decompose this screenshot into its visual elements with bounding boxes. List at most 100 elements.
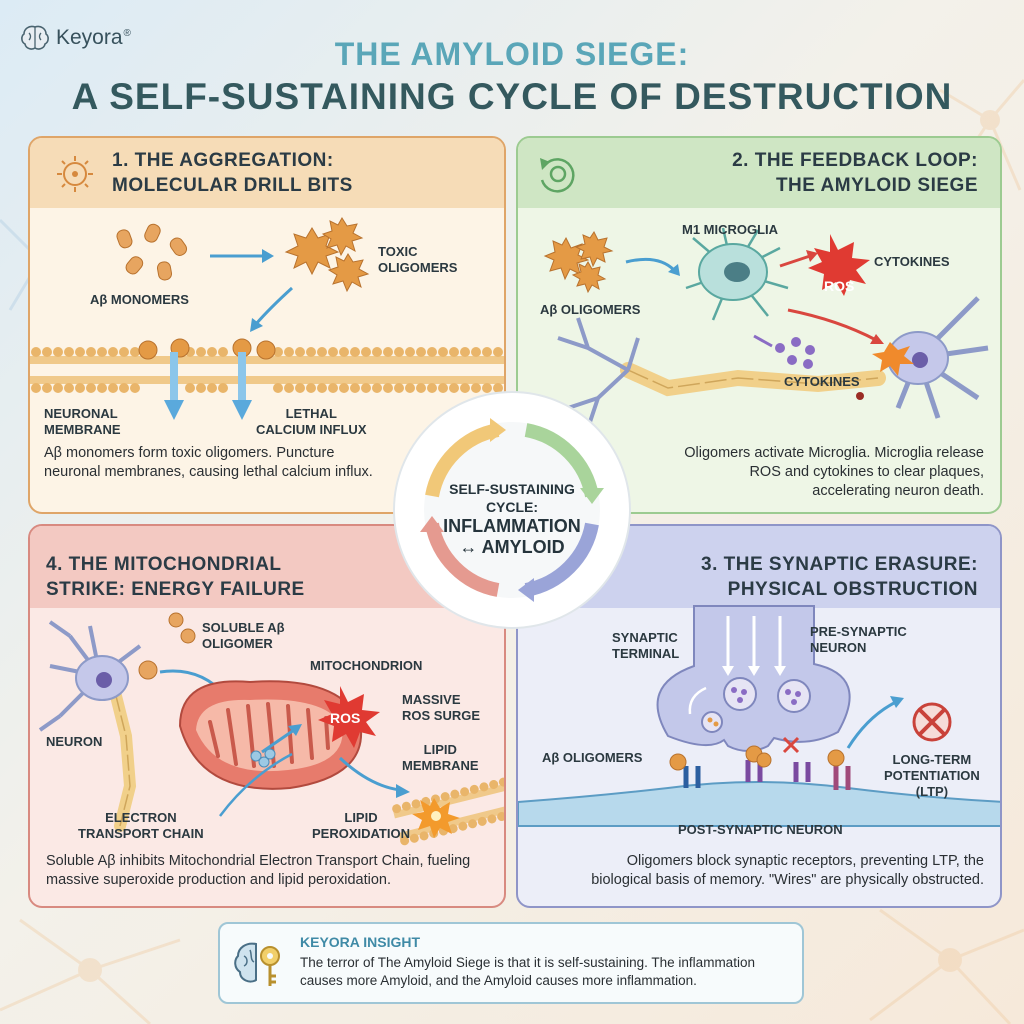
lipid-head [284,347,294,357]
lipid-head [372,347,382,357]
lipid-head [493,383,503,393]
panel-aggregation-title: 1. THE AGGREGATION: MOLECULAR DRILL BITS [112,150,353,196]
lipid-head [350,383,360,393]
lipid-head [458,821,468,831]
cycle-gear-icon [540,158,575,193]
label-neuronal-membrane: NEURONAL MEMBRANE [44,406,121,437]
lipid-head [64,383,74,393]
panel-feedback-description: Oligomers activate Microglia. Microglia … [684,445,984,499]
central-cycle [393,391,631,629]
brain-key-icon [234,942,280,986]
label-ab-monomers: Aβ MONOMERS [90,292,189,307]
page-title-line2: A SELF-SUSTAINING CYCLE OF DESTRUCTION [71,76,953,117]
lipid-head [427,347,437,357]
lipid-head [273,383,283,393]
label-lethal-calcium: LETHAL CALCIUM INFLUX [256,406,367,437]
lipid-head [482,383,492,393]
insight-text: The terror of The Amyloid Siege is that … [300,955,755,988]
lipid-head [53,347,63,357]
registered-mark: ® [123,27,131,39]
lipid-head [383,347,393,357]
lipid-head [497,812,504,822]
lipid-head [438,347,448,357]
page-title-line1: THE AMYLOID SIEGE: [334,36,690,72]
lipid-head [450,789,460,799]
lipid-head [42,347,52,357]
lipid-head [218,347,228,357]
lipid-head [86,383,96,393]
neuron-cell [38,620,142,832]
ab-oligomer-cluster [543,231,614,294]
lipid-head [284,383,294,393]
lipid-head [394,383,404,393]
lipid-head [361,383,371,393]
lipid-head [493,347,503,357]
cycle-label-line2: INFLAMMATION ↔ AMYLOID [443,516,581,557]
label-ab-oligomers: Aβ OLIGOMERS [540,302,641,317]
brand-logo: Keyora® [20,24,131,52]
label-synaptic-terminal: SYNAPTIC TERMINAL [612,630,680,661]
lipid-head [361,347,371,357]
lipid-head [401,801,411,811]
lipid-head [498,777,504,787]
lipid-head [409,833,419,843]
central-cycle-label: SELF-SUSTAINING CYCLE: INFLAMMATION ↔ AM… [430,480,594,558]
lipid-head [392,804,402,814]
lipid-head [196,347,206,357]
lipid-head [97,347,107,357]
label-neuron: NEURON [46,734,103,749]
label-mitochondrion: MITOCHONDRION [310,658,423,673]
label-presynaptic-neuron: PRE-SYNAPTIC NEURON [810,624,907,655]
lipid-head [372,383,382,393]
blocked-icon [912,702,952,742]
lipid-head [350,347,360,357]
lipid-head [416,383,426,393]
lipid-head [207,347,217,357]
lipid-head [460,787,470,797]
pore-oligomers [138,338,276,360]
lipid-head [471,347,481,357]
label-ltp: LONG-TERM POTENTIATION (LTP) [884,752,980,799]
lipid-head [449,383,459,393]
lipid-head [119,347,129,357]
lipid-head [328,347,338,357]
cycle-label-line1: SELF-SUSTAINING CYCLE: [449,481,575,515]
lipid-head [489,779,499,789]
aggregation-illustration [30,156,504,420]
lipid-head [119,383,129,393]
lipid-head [419,831,429,841]
label-toxic-oligomers: TOXIC OLIGOMERS [378,244,458,275]
lipid-head [295,383,305,393]
lipid-head [196,383,206,393]
panel-synaptic-description: Oligomers block synaptic receptors, prev… [591,853,984,888]
lipid-head [75,383,85,393]
membrane-heads [31,347,503,393]
insight-box: KEYORA INSIGHT The terror of The Amyloid… [218,922,804,1004]
receptors [683,760,851,790]
lipid-head [468,819,478,829]
virus-icon [57,156,93,192]
lipid-head [53,383,63,393]
background-neuron-bottom-right [869,908,1024,1024]
mitochondrial-illustration [38,612,504,846]
soluble-oligomer [138,612,196,680]
label-electron-transport-chain: ELECTRON TRANSPORT CHAIN [78,810,204,841]
lipid-head [471,383,481,393]
label-cytokines-bottom: CYTOKINES [784,374,860,389]
lipid-head [469,784,479,794]
lipid-head [86,347,96,357]
lipid-head [207,383,217,393]
damaged-neuron [557,296,989,429]
presynaptic-terminal [656,605,851,752]
cytokine-dots [775,337,815,369]
lipid-head [487,814,497,824]
panel-mitochondrial-description: Soluble Aβ inhibits Mitochondrial Electr… [46,853,471,888]
lipid-head [427,383,437,393]
toxic-oligomer-cluster [284,217,370,293]
panel-feedback-title: 2. THE FEEDBACK LOOP: THE AMYLOID SIEGE [732,150,978,196]
insight-title: KEYORA INSIGHT [300,934,421,950]
lipid-head [405,383,415,393]
label-lipid-membrane: LIPID MEMBRANE [402,742,479,773]
lipid-head [328,383,338,393]
lipid-head [317,383,327,393]
